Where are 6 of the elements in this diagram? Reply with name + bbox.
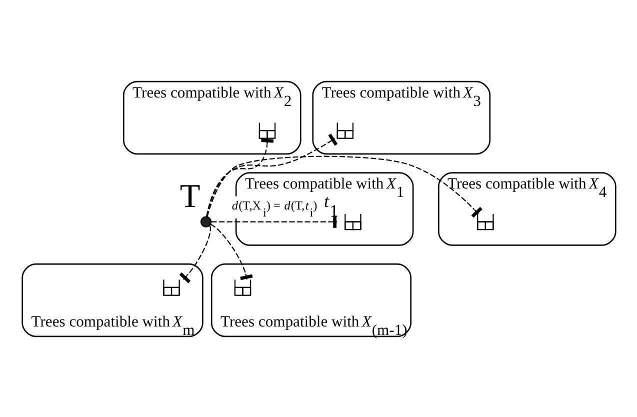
connector [178,225,210,283]
connector [210,215,337,228]
node-label: T [179,177,200,214]
node-circle [200,216,212,227]
connector [206,133,338,216]
connector [210,223,252,280]
